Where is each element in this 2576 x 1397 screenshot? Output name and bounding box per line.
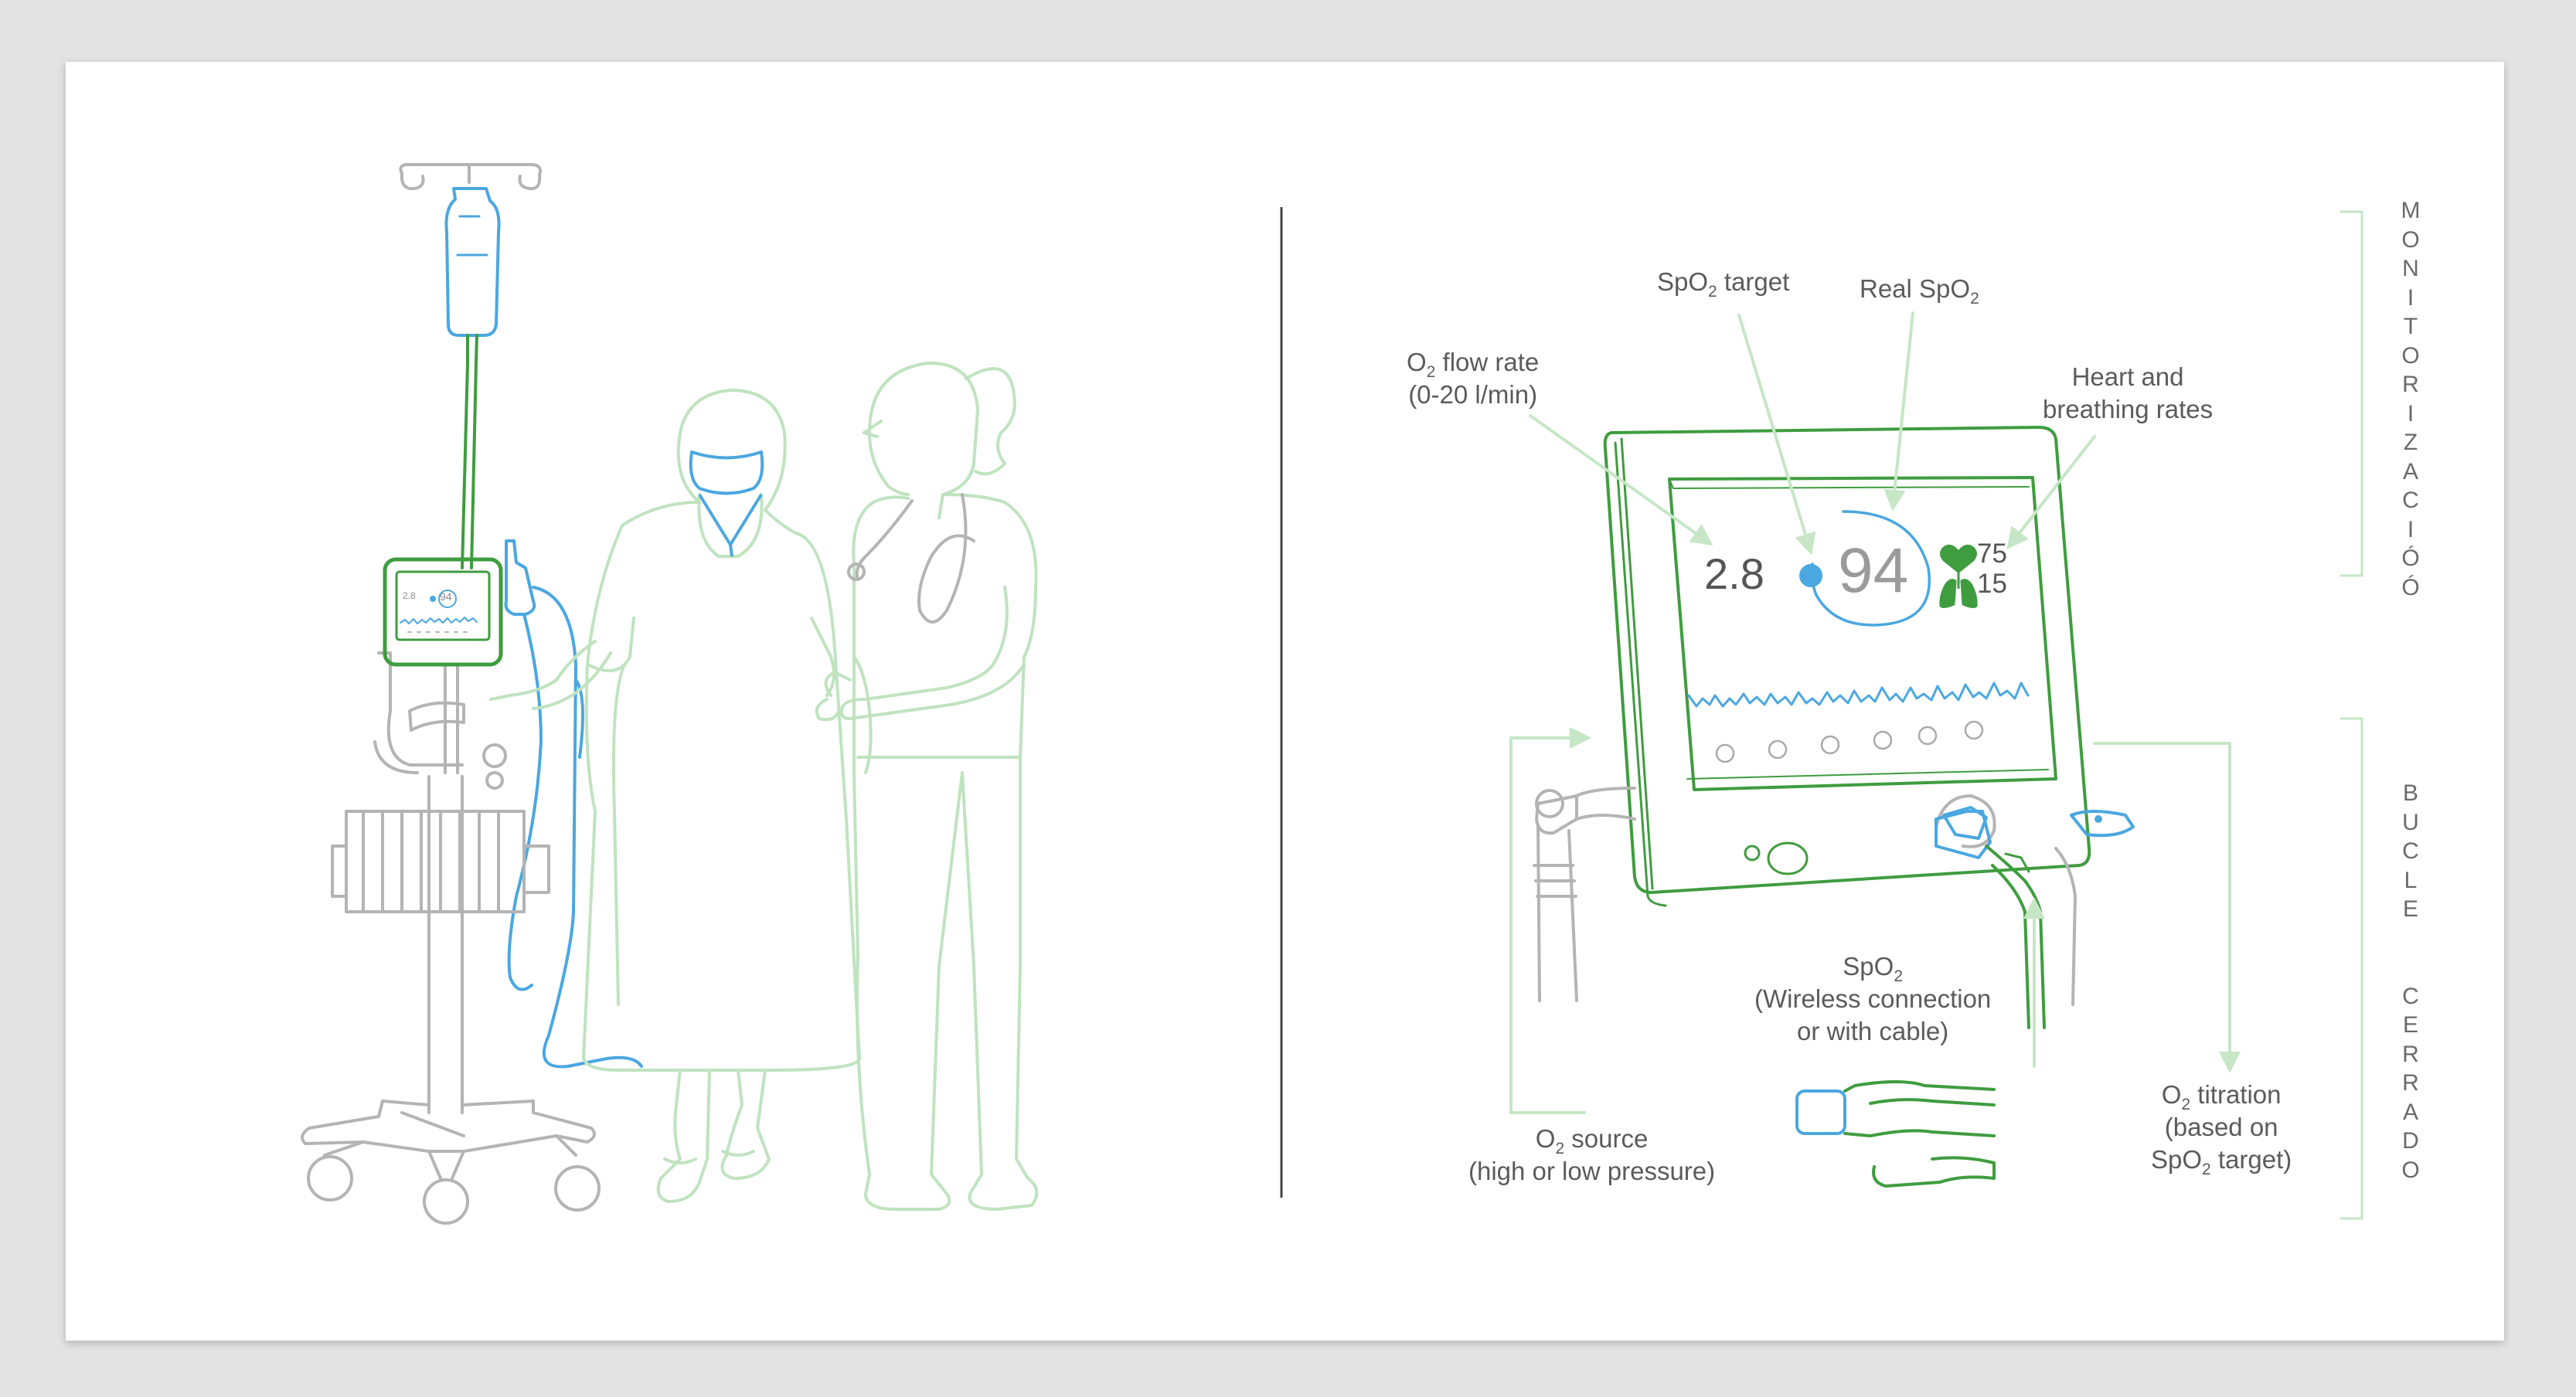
spo2-value: 94: [1838, 535, 1909, 606]
heart-rate-value: 75: [1977, 539, 2007, 569]
annotation-arrows: [1509, 311, 2241, 1114]
label-o2-flow-rate: O2 flow rate (0-20 l/min): [1407, 348, 1540, 409]
small-monitor-spo2-value: 94: [440, 590, 452, 603]
label-spo2-target: SpO2 target: [1657, 267, 1790, 301]
label-heart-breathing-rates: Heart and breathing rates: [2043, 362, 2214, 423]
spo2-sensor-plug: [1935, 794, 2135, 1006]
iv-pole-illustration: [301, 163, 643, 1225]
diagram-card: [66, 62, 2504, 1341]
label-spo2-sensor: SpO2 (Wireless connection or with cable): [1754, 952, 1992, 1045]
side-brackets: [2340, 210, 2363, 1220]
label-o2-source: O2 source (high or low pressure): [1468, 1124, 1716, 1185]
hand-with-sensor: [1795, 1080, 1996, 1188]
label-o2-titration: O2 titration (based on SpO2 target): [2151, 1080, 2292, 1178]
breath-rate-value: 15: [1977, 569, 2007, 599]
nurse-stethoscope: [855, 493, 975, 624]
side-label-bucle-cerrado: B U C L E C E R R A D O: [2401, 780, 2420, 1183]
nurse-illustration: [815, 361, 1039, 1211]
o2-source-tube: [1533, 787, 1636, 1002]
small-monitor-flow-value: 2.8: [403, 590, 416, 601]
spo2-target-dot: [1799, 564, 1822, 587]
patient-illustration: [489, 389, 861, 1203]
heart-icon: [1940, 544, 1977, 573]
stethoscope-chestpiece: [847, 563, 866, 581]
monitor-device: [1603, 426, 2091, 907]
lungs-icon: [1939, 572, 1978, 609]
label-real-spo2: Real SpO2: [1860, 274, 1979, 308]
side-label-monitorizacion: M O N I T O R I Z A C I Ó Ó: [2401, 198, 2421, 600]
o2-flow-value: 2.8: [1704, 549, 1764, 598]
patient-oxygen-mask: [689, 450, 764, 557]
